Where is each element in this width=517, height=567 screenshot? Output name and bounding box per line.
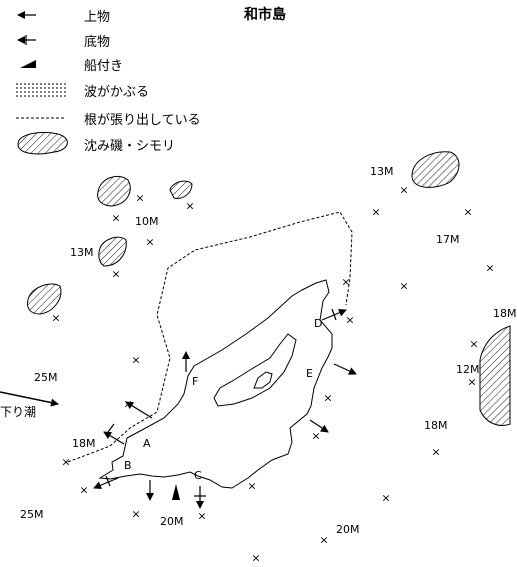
legend-item-bottom: 底物	[84, 34, 111, 50]
depth-marker: ×	[371, 205, 381, 219]
depth-marker: ×	[111, 211, 121, 225]
depth-marker: ×	[111, 267, 121, 281]
depth-marker: ×	[399, 183, 409, 197]
map-title: 和市島	[244, 7, 286, 23]
depth-marker: ×	[345, 313, 355, 327]
island-outline	[98, 279, 333, 489]
depth-marker: ×	[467, 375, 477, 389]
surface-arrow-icon	[103, 431, 125, 445]
submerged-rocks	[27, 151, 511, 426]
submerged-rock-icon	[169, 180, 193, 199]
submerged-rock-icon	[97, 176, 131, 207]
depth-marker: ×	[145, 235, 155, 249]
root-extension-line	[67, 211, 353, 463]
depth-marker: ×	[123, 397, 133, 411]
depth-marker: ×	[341, 275, 351, 289]
depth-marker: ×	[323, 391, 333, 405]
depth-marker: ×	[463, 205, 473, 219]
depth-label: 18M	[424, 419, 448, 432]
depth-marker: ×	[311, 429, 321, 443]
bottom-arrow-crossbar	[105, 475, 111, 487]
bottom-arrow-crossbar	[107, 423, 115, 433]
spot-arrows	[93, 309, 357, 509]
submerged-rock-icon	[98, 236, 127, 267]
legend-symbols	[16, 11, 68, 155]
depth-marker: ×	[247, 479, 257, 493]
island-peak-contour	[253, 371, 273, 389]
bottom-arrow-crossbar	[331, 308, 337, 321]
depth-marker: ×	[79, 483, 89, 497]
surface-arrow-icon	[333, 363, 357, 375]
legend-item-surface: 上物	[84, 9, 111, 25]
legend-item-shimori: 沈み磯・シモリ	[84, 138, 176, 154]
surface-arrow-icon	[309, 419, 329, 433]
depth-marker: ×	[131, 507, 141, 521]
depth-marker: ×	[319, 533, 329, 547]
submerged-rock-icon	[411, 151, 460, 188]
point-label-e: E	[306, 367, 313, 380]
depth-label: 25M	[20, 508, 44, 521]
current-label: 下り潮	[0, 405, 37, 419]
submerged-rock-icon	[27, 283, 62, 315]
depth-label: 13M	[370, 165, 394, 178]
submerged-rock-icon	[479, 325, 511, 426]
point-label-b: B	[124, 459, 132, 472]
depth-marker: ×	[399, 279, 409, 293]
depth-label: 20M	[160, 515, 184, 528]
island-inner-contour	[213, 333, 297, 407]
depth-marker: ×	[381, 491, 391, 505]
depth-label: 25M	[34, 371, 58, 384]
depth-marker: ×	[61, 455, 71, 469]
depth-label: 18M	[72, 437, 96, 450]
depth-label: 20M	[336, 523, 360, 536]
depth-label: 18M	[493, 307, 517, 320]
surface-arrow-icon	[93, 477, 119, 489]
legend-item-boat: 船付き	[84, 58, 124, 74]
surface-arrow-icon	[125, 401, 153, 419]
depth-marker: ×	[251, 551, 261, 565]
legend-item-wave: 波がかぶる	[84, 84, 150, 100]
depth-marker: ×	[431, 445, 441, 459]
depth-marker: ×	[185, 199, 195, 213]
depth-marker: ×	[469, 337, 479, 351]
depth-marker: ×	[51, 311, 61, 325]
depth-marker: ×	[135, 191, 145, 205]
legend-item-root: 根が張り出している	[84, 112, 201, 128]
depth-marker: ×	[485, 261, 495, 275]
depth-label: 13M	[70, 246, 94, 259]
depth-label: 10M	[135, 215, 159, 228]
current-arrow	[0, 391, 59, 407]
point-label-d: D	[314, 317, 323, 330]
boat-landing-icon	[172, 484, 180, 500]
depth-marker: ×	[131, 353, 141, 367]
depth-label: 12M	[456, 363, 480, 376]
depth-label: 17M	[436, 233, 460, 246]
depth-marker: ×	[197, 509, 207, 523]
point-label-c: C	[194, 469, 202, 482]
point-label-a: A	[143, 437, 151, 450]
point-label-f: F	[192, 375, 199, 388]
